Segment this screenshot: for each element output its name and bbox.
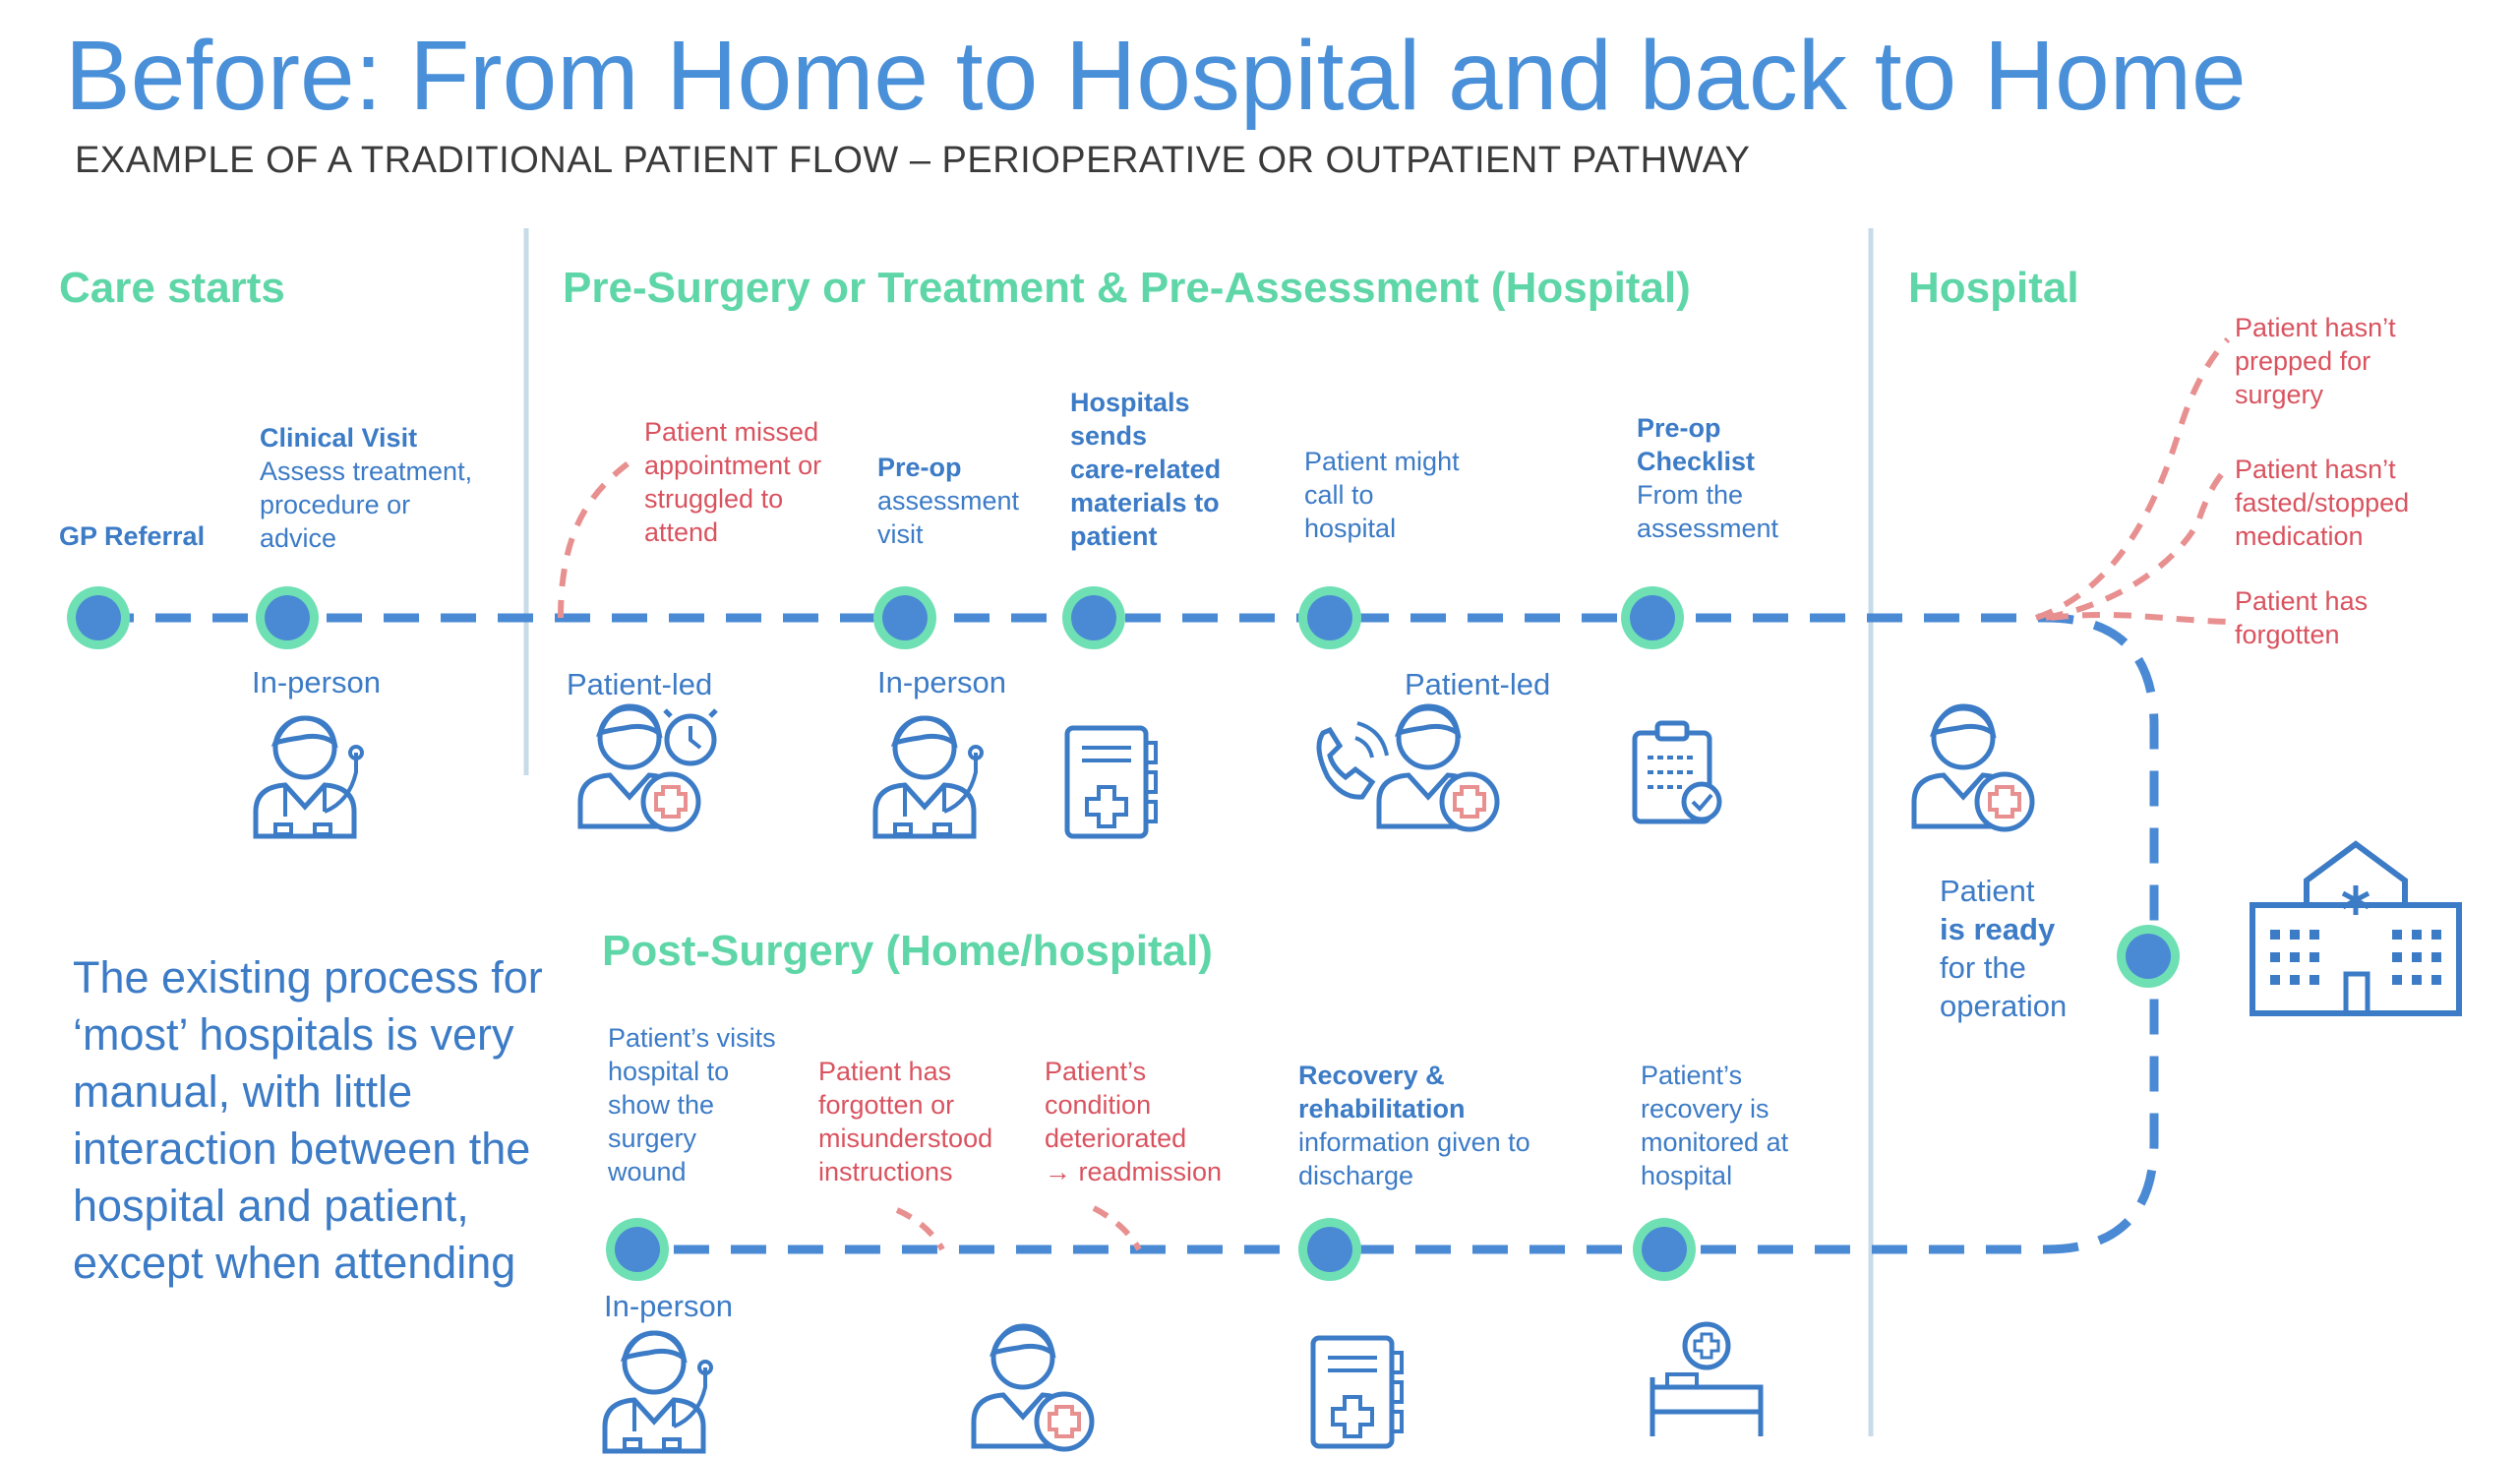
folder-icon-recovery [1313, 1338, 1402, 1446]
node-recovery [1298, 1218, 1361, 1281]
section-care-starts: Care starts [59, 264, 285, 312]
node-preop [873, 586, 936, 649]
connector-issue-fasted [2045, 464, 2231, 621]
monitored-label: Patient’s recovery is monitored at hospi… [1641, 1061, 1789, 1190]
node-ready [2117, 925, 2180, 988]
connector-deteriorated [1092, 1205, 1142, 1251]
node-clinical-visit [256, 586, 319, 649]
gp-referral-label: GP Referral [59, 521, 206, 551]
connector-missed-appointment [558, 459, 631, 619]
section-hospital: Hospital [1908, 264, 2079, 312]
forgotten-instructions-label: Patient has forgotten or misunderstood i… [818, 1057, 993, 1186]
patient-clock-icon [580, 706, 718, 829]
deteriorated-label: Patient’s condition deteriorated → readm… [1045, 1057, 1223, 1186]
clipboard-icon [1632, 720, 1722, 824]
section-post-surgery: Post-Surgery (Home/hospital) [602, 927, 1213, 975]
doctor-icon-preop [875, 718, 982, 836]
patient-icon-bottom [974, 1326, 1092, 1449]
connector-issue-prepped [2035, 336, 2231, 621]
node-call-hospital [1298, 586, 1361, 649]
node-visits [606, 1218, 669, 1281]
visits-hospital-label: Patient’s visits hospital to show the su… [608, 1023, 776, 1186]
clinical-visit-label: Clinical Visit Assess treatment, procedu… [260, 423, 473, 553]
doctor-icon-bottom [605, 1333, 711, 1451]
bed-icon [1650, 1321, 1764, 1436]
node-monitored [1633, 1218, 1696, 1281]
missed-appointment-label: Patient missed appointment or struggled … [644, 417, 822, 547]
mode-label-missed: Patient-led [567, 667, 713, 701]
call-hospital-label: Patient might call to hospital [1304, 447, 1460, 543]
node-checklist [1621, 586, 1684, 649]
folder-icon-materials [1067, 728, 1156, 836]
summary-text: The existing process for ‘most’ hospital… [73, 952, 543, 1288]
issue-not-fasted: Patient hasn’t fasted/stopped medication [2235, 455, 2410, 551]
page-title: Before: From Home to Hospital and back t… [65, 21, 2247, 131]
mode-label-call: Patient-led [1405, 667, 1551, 701]
mode-label-preop: In-person [877, 665, 1006, 699]
top-flow-line [98, 613, 2159, 1254]
node-materials [1062, 586, 1125, 649]
recovery-label: Recovery & rehabilitation information gi… [1298, 1061, 1530, 1190]
section-pre-surgery: Pre-Surgery or Treatment & Pre-Assessmen… [563, 264, 1691, 312]
phone-patient-icon [1316, 706, 1497, 829]
connector-forgotten [895, 1207, 945, 1251]
mode-label-bottom: In-person [604, 1289, 733, 1323]
mode-label-clinical: In-person [252, 665, 381, 699]
materials-label: Hospitals sends care-related materials t… [1070, 388, 1222, 551]
doctor-icon-clinical [256, 718, 362, 836]
page-subtitle: EXAMPLE OF A TRADITIONAL PATIENT FLOW – … [75, 140, 1751, 181]
preop-visit-label: Pre-op assessment visit [877, 453, 1020, 549]
hospital-building-icon [2250, 840, 2462, 1016]
patient-icon-hospital [1914, 706, 2032, 829]
connector-issue-forgotten [2050, 611, 2229, 625]
patient-ready-label: Patient is ready for the operation [1940, 874, 2068, 1023]
issue-not-prepped: Patient hasn’t prepped for surgery [2235, 313, 2396, 409]
node-gp-referral [67, 586, 130, 649]
checklist-label: Pre-op Checklist From the assessment [1637, 413, 1779, 543]
issue-forgotten: Patient has forgotten [2235, 586, 2369, 649]
